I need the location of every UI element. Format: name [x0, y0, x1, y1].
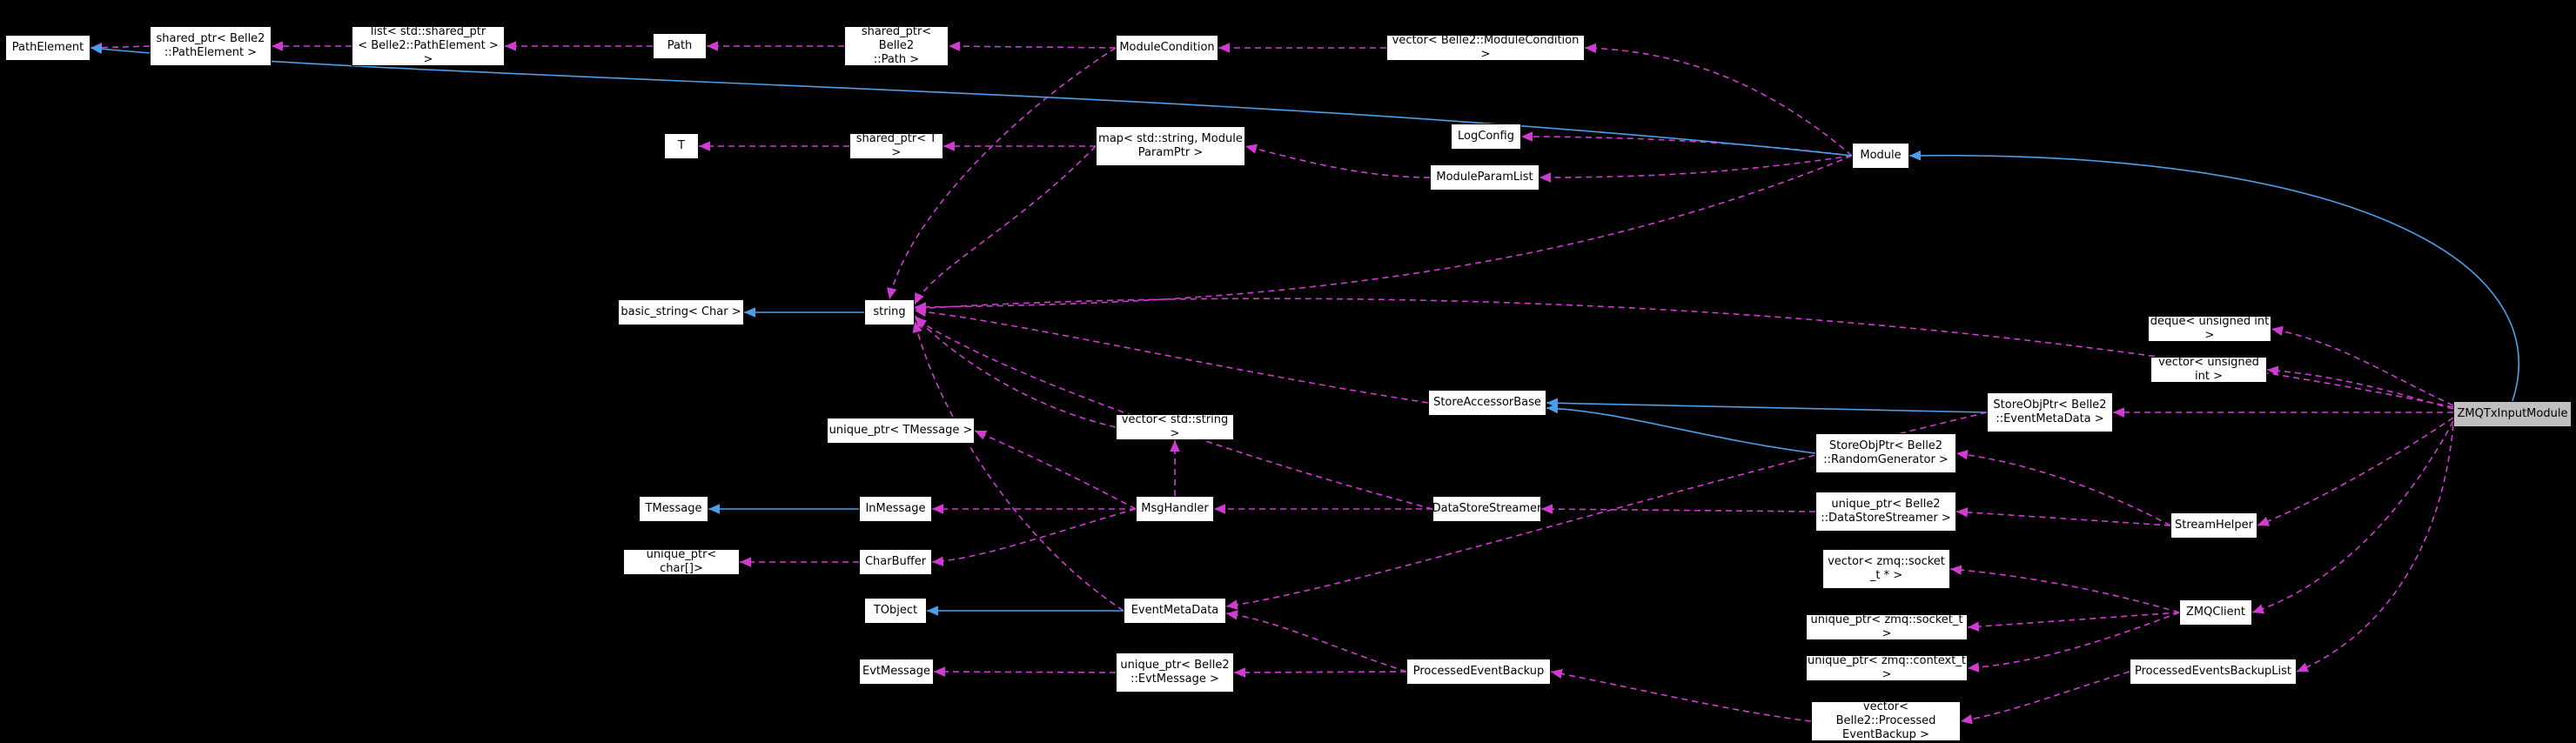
edge-sop_eventmetadata-storeaccessorbase — [1546, 398, 1988, 413]
edge-zmqtxinputmodule-string — [914, 298, 2454, 408]
node-basic_string[interactable]: basic_string< Char > — [618, 299, 744, 325]
edge-streamhelper-sop_randomgenerator — [1955, 450, 2171, 526]
edge-map_moduleparamptr-string — [914, 145, 1097, 305]
node-t[interactable]: T — [664, 133, 699, 159]
node-eventmetadata[interactable]: EventMetaData — [1124, 598, 1226, 624]
node-logconfig[interactable]: LogConfig — [1451, 124, 1521, 150]
node-pathelement[interactable]: PathElement — [5, 35, 91, 61]
node-up_evtmessage[interactable]: unique_ptr< Belle2 ::EvtMessage > — [1116, 653, 1234, 693]
edge-module-moduleparamlist — [1539, 155, 1853, 183]
edge-up_evtmessage-evtmessage — [933, 666, 1117, 677]
edge-processedeventbackup-eventmetadata — [1225, 610, 1407, 673]
node-processedeventsbackuplist[interactable]: ProcessedEventsBackupList — [2130, 659, 2297, 685]
node-map_moduleparamptr[interactable]: map< std::string, Module ParamPtr > — [1096, 126, 1245, 166]
node-charbuffer[interactable]: CharBuffer — [859, 549, 932, 575]
node-tmessage[interactable]: TMessage — [639, 496, 708, 522]
node-datastorestreamer[interactable]: DataStoreStreamer — [1432, 496, 1541, 522]
edge-vec_string-string — [914, 315, 1117, 428]
edge-zmqtxinputmodule-streamhelper — [2257, 417, 2454, 526]
node-processedeventbackup[interactable]: ProcessedEventBackup — [1406, 659, 1551, 685]
node-vec_zmqsocket[interactable]: vector< zmq::socket _t * > — [1822, 549, 1950, 589]
node-up_chararr[interactable]: unique_ptr< char[]> — [623, 548, 740, 575]
edge-module-vec_modulecondition — [1584, 43, 1853, 157]
edge-eventmetadata-string — [912, 320, 1124, 612]
node-vec_uint[interactable]: vector< unsigned int > — [2150, 356, 2267, 383]
node-list_sp_pathelement[interactable]: list< std::shared_ptr < Belle2::PathElem… — [352, 25, 505, 66]
edge-processedeventsbackuplist-vec_processedeventbackup — [1960, 671, 2130, 725]
edge-zmqclient-up_zmqsocket — [1967, 612, 2180, 632]
edge-processedeventbackup-up_evtmessage — [1233, 667, 1407, 678]
node-up_tmessage[interactable]: unique_ptr< TMessage > — [827, 418, 975, 444]
node-up_zmqcontext[interactable]: unique_ptr< zmq::context_t > — [1806, 654, 1968, 681]
edge-modulecondition-sp_path — [948, 41, 1117, 51]
edge-zmqtxinputmodule-zmqclient — [2251, 420, 2454, 614]
edge-datastorestreamer-string — [914, 318, 1433, 510]
edge-module-pathelement — [90, 44, 1853, 157]
edge-zmqtxinputmodule-module — [1909, 151, 2519, 402]
node-up_zmqsocket[interactable]: unique_ptr< zmq::socket_t > — [1806, 613, 1968, 640]
node-tobject[interactable]: TObject — [864, 598, 927, 624]
node-sop_eventmetadata[interactable]: StoreObjPtr< Belle2 ::EventMetaData > — [1987, 392, 2113, 432]
edge-zmqclient-up_zmqcontext — [1967, 612, 2180, 673]
edge-up_datastorestreamer-datastorestreamer — [1540, 504, 1816, 514]
node-deque_uint[interactable]: deque< unsigned int > — [2148, 315, 2271, 342]
node-storeaccessorbase[interactable]: StoreAccessorBase — [1428, 390, 1546, 416]
edge-sp_pathelement-pathelement — [90, 42, 151, 53]
node-evtmessage[interactable]: EvtMessage — [859, 659, 934, 685]
edge-storeaccessorbase-string — [914, 306, 1429, 404]
edge-modulecondition-string — [887, 47, 1117, 300]
node-moduleparamlist[interactable]: ModuleParamList — [1430, 164, 1540, 191]
node-vec_modulecondition[interactable]: vector< Belle2::ModuleCondition > — [1386, 34, 1585, 61]
edge-zmqtxinputmodule-processedeventsbackuplist — [2296, 424, 2454, 673]
edge-streamhelper-up_datastorestreamer — [1955, 507, 2171, 526]
node-modulecondition[interactable]: ModuleCondition — [1116, 35, 1218, 61]
node-string[interactable]: string — [864, 299, 915, 325]
node-sop_randomgenerator[interactable]: StoreObjPtr< Belle2 ::RandomGenerator > — [1815, 433, 1956, 473]
node-sp_pathelement[interactable]: shared_ptr< Belle2 ::PathElement > — [150, 26, 272, 66]
node-module[interactable]: Module — [1852, 143, 1909, 169]
edge-msghandler-charbuffer — [931, 508, 1137, 566]
edge-zmqtxinputmodule-vec_uint — [2266, 365, 2454, 410]
edge-msghandler-up_tmessage — [974, 430, 1137, 510]
edge-vec_processedeventbackup-processedeventbackup — [1550, 668, 1812, 722]
node-up_datastorestreamer[interactable]: unique_ptr< Belle2 ::DataStoreStreamer > — [1815, 492, 1956, 532]
node-sp_path[interactable]: shared_ptr< Belle2 ::Path > — [844, 25, 949, 66]
node-zmqtxinputmodule: ZMQTxInputModule — [2453, 401, 2572, 427]
node-zmqclient[interactable]: ZMQClient — [2179, 599, 2252, 626]
edge-zmqtxinputmodule-deque_uint — [2271, 325, 2454, 406]
edge-module-string — [914, 155, 1853, 312]
node-sp_t[interactable]: shared_ptr< T > — [849, 132, 943, 159]
node-path[interactable]: Path — [653, 33, 707, 59]
node-streamhelper[interactable]: StreamHelper — [2170, 512, 2257, 539]
node-vec_string[interactable]: vector< std::string > — [1116, 413, 1234, 440]
edge-moduleparamlist-map_moduleparamptr — [1244, 144, 1431, 178]
node-msghandler[interactable]: MsgHandler — [1136, 496, 1214, 522]
edge-zmqclient-vec_zmqsocket — [1949, 565, 2180, 613]
edge-sop_randomgenerator-storeaccessorbase — [1546, 403, 1816, 454]
node-inmessage[interactable]: InMessage — [859, 496, 932, 522]
node-vec_processedeventbackup[interactable]: vector< Belle2::Processed EventBackup > — [1811, 700, 1961, 741]
